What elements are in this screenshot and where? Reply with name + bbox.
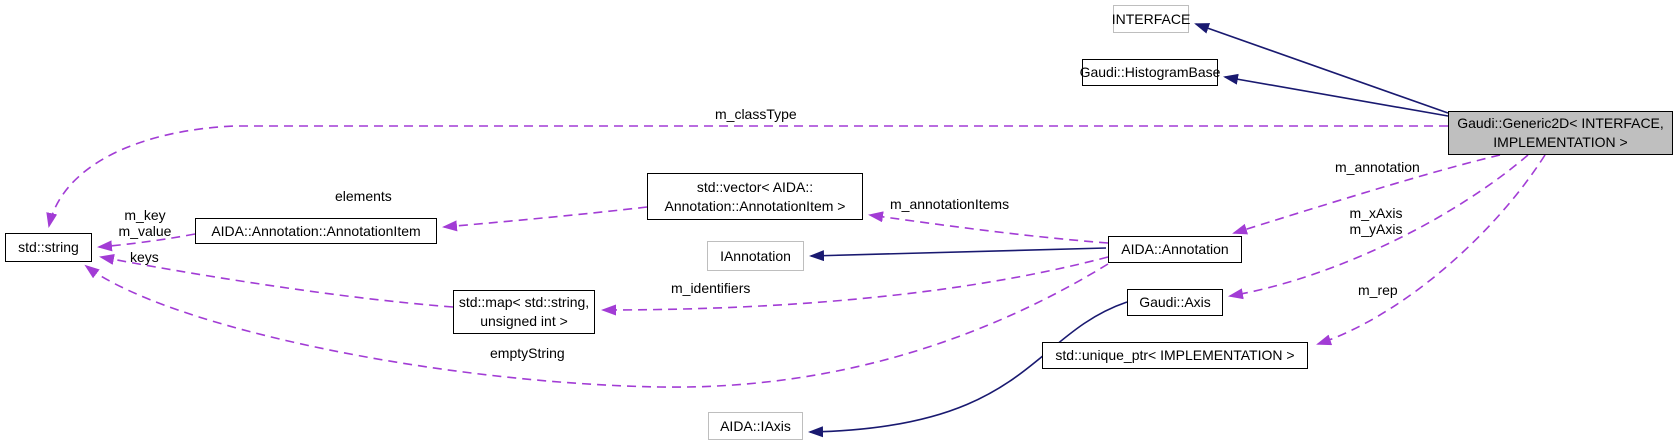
edge-keys: [99, 254, 454, 308]
edge-label-m-annotation: m_annotation: [1335, 159, 1420, 175]
edge-label-elements: elements: [335, 188, 392, 204]
node-gaudi-generic2d: Gaudi::Generic2D< INTERFACE, IMPLEMENTAT…: [1448, 111, 1673, 155]
node-gaudi-histogrambase[interactable]: Gaudi::HistogramBase: [1080, 59, 1220, 86]
edge-label-m-xaxis-m-yaxis: m_xAxis m_yAxis: [1349, 205, 1403, 237]
edge-label-keys: keys: [130, 249, 159, 265]
edge-annotation-iannotation: [809, 247, 1107, 262]
edge-m-identifiers: [601, 256, 1109, 316]
node-annotation-item[interactable]: AIDA::Annotation::AnnotationItem: [195, 218, 437, 244]
edge-m-classtype: [46, 125, 1448, 228]
node-std-string[interactable]: std::string: [5, 233, 92, 262]
edge-label-m-annotationitems: m_annotationItems: [890, 196, 1010, 212]
node-std-vector-annotationitem[interactable]: std::vector< AIDA:: Annotation::Annotati…: [647, 173, 863, 220]
edge-generic2d-histogrambase: [1223, 73, 1449, 117]
node-std-unique-ptr[interactable]: std::unique_ptr< IMPLEMENTATION >: [1042, 342, 1308, 369]
node-aida-annotation[interactable]: AIDA::Annotation: [1108, 236, 1242, 263]
edge-m-rep: [1316, 154, 1546, 346]
edge-label-m-classtype: m_classType: [715, 106, 797, 122]
node-std-map[interactable]: std::map< std::string, unsigned int >: [453, 290, 595, 334]
edge-label-m-rep: m_rep: [1358, 282, 1398, 298]
node-interface: INTERFACE: [1112, 5, 1190, 33]
edge-elements: [442, 206, 648, 232]
edge-axis-iaxis: [808, 301, 1128, 438]
node-gaudi-axis[interactable]: Gaudi::Axis: [1127, 289, 1223, 316]
edge-generic2d-interface: [1194, 23, 1449, 114]
node-iannotation: IAnnotation: [707, 241, 804, 271]
edge-label-emptystring: emptyString: [490, 345, 565, 361]
edge-label-m-key-m-value: m_key m_value: [118, 207, 172, 239]
edge-m-annotation: [1232, 154, 1501, 235]
edge-m-annotationitems: [868, 211, 1109, 244]
edge-emptystring: [84, 263, 1109, 388]
edge-m-key-m-value: [97, 233, 196, 252]
edge-label-m-identifiers: m_identifiers: [671, 280, 751, 296]
node-aida-iaxis: AIDA::IAxis: [708, 412, 803, 440]
edge-m-xaxis-m-yaxis: [1228, 154, 1529, 300]
